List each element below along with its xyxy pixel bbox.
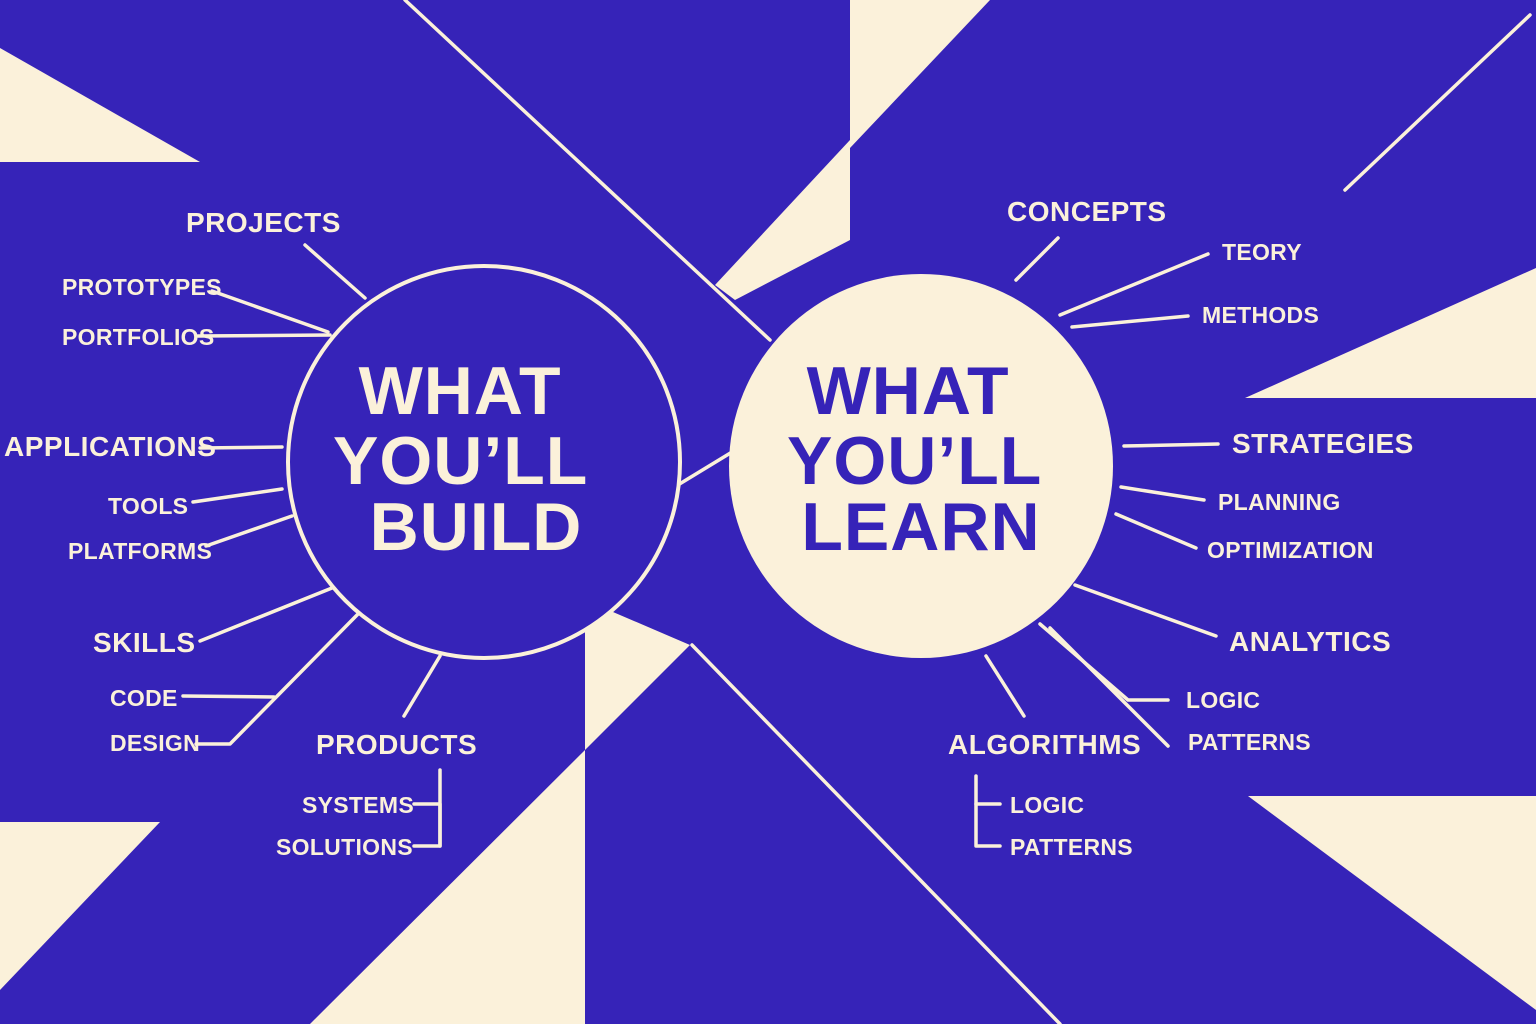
label-algorithms: ALGORITHMS [948,729,1141,760]
label-patterns-right: PATTERNS [1188,729,1311,755]
label-solutions: SOLUTIONS [276,834,413,860]
label-products: PRODUCTS [316,729,477,760]
label-systems: SYSTEMS [302,792,414,818]
connector-methods [1070,314,1190,329]
connector-code [181,694,276,699]
label-concepts: CONCEPTS [1007,196,1167,227]
connector-portfolios [196,333,332,338]
label-logic-bottom: LOGIC [1010,792,1084,818]
learn-connectors [974,236,1220,848]
connector-teory [1058,252,1210,317]
connector-products-bracket [412,802,442,848]
label-planning: PLANNING [1218,489,1341,515]
connector-concepts [1014,236,1060,282]
build-connectors [181,243,442,848]
connector-prototypes [210,289,330,334]
learn-title-line-1: WHAT [807,353,1010,429]
label-applications: APPLICATIONS [4,431,216,462]
build-title-line-1: WHAT [359,353,562,429]
label-logic-right: LOGIC [1186,687,1260,713]
connector-applications [198,445,284,450]
connector-design [194,612,360,746]
label-portfolios: PORTFOLIOS [62,324,215,350]
learn-hub: WHAT YOU’LL LEARN [729,274,1113,658]
learn-labels: CONCEPTS TEORY METHODS STRATEGIES PLANNI… [948,196,1414,860]
label-optimization: OPTIMIZATION [1207,537,1374,563]
label-methods: METHODS [1202,302,1319,328]
connector-planning [1119,485,1206,502]
label-strategies: STRATEGIES [1232,428,1414,459]
bg-diagonal-line-bottom [690,643,1062,1024]
connector-products [402,654,442,718]
build-hub: WHAT YOU’LL BUILD [286,264,682,660]
bg-triangle-bottom-left [0,822,160,990]
learn-title-line-2: YOU’LL [787,423,1041,499]
bg-triangle-right-upper [1245,268,1536,398]
bg-diagonal-line-top-left [403,0,772,342]
label-tools: TOOLS [108,493,188,519]
bg-triangle-bottom-center [310,750,585,1024]
connector-projects [303,243,367,300]
connector-tools [191,487,284,504]
bg-triangle-top-left [0,48,200,162]
label-platforms: PLATFORMS [68,538,212,564]
label-analytics: ANALYTICS [1229,626,1391,657]
build-hub-circle [286,264,682,660]
bg-diagonal-line-top-right [1343,13,1532,192]
label-patterns-bottom: PATTERNS [1010,834,1133,860]
build-title-line-3: BUILD [370,489,583,565]
connector-skills [198,586,334,643]
build-title-line-2: YOU’LL [333,423,587,499]
bg-wedge-center-lower [585,600,690,750]
connector-algorithms-bracket [974,774,1002,848]
learn-title-line-3: LEARN [801,489,1040,565]
connector-algorithms [984,654,1026,718]
label-code: CODE [110,685,178,711]
connector-strategies [1122,442,1220,448]
connector-analytics [1073,583,1218,638]
label-prototypes: PROTOTYPES [62,274,222,300]
learn-hub-circle [729,274,1113,658]
label-teory: TEORY [1222,239,1302,265]
bg-wedge-center-upper [715,140,850,300]
connector-optimization [1114,512,1198,550]
label-projects: PROJECTS [186,207,341,238]
label-design: DESIGN [110,730,200,756]
build-title: WHAT YOU’LL BUILD [333,353,607,565]
label-skills: SKILLS [93,627,196,658]
learn-title: WHAT YOU’LL LEARN [787,353,1061,565]
bg-triangle-right-lower [1248,796,1536,1010]
build-labels: PROJECTS PROTOTYPES PORTFOLIOS APPLICATI… [4,207,477,860]
connector-platforms [204,514,294,548]
bg-triangle-top-center [850,0,990,148]
connector-patterns-right [1048,626,1170,748]
